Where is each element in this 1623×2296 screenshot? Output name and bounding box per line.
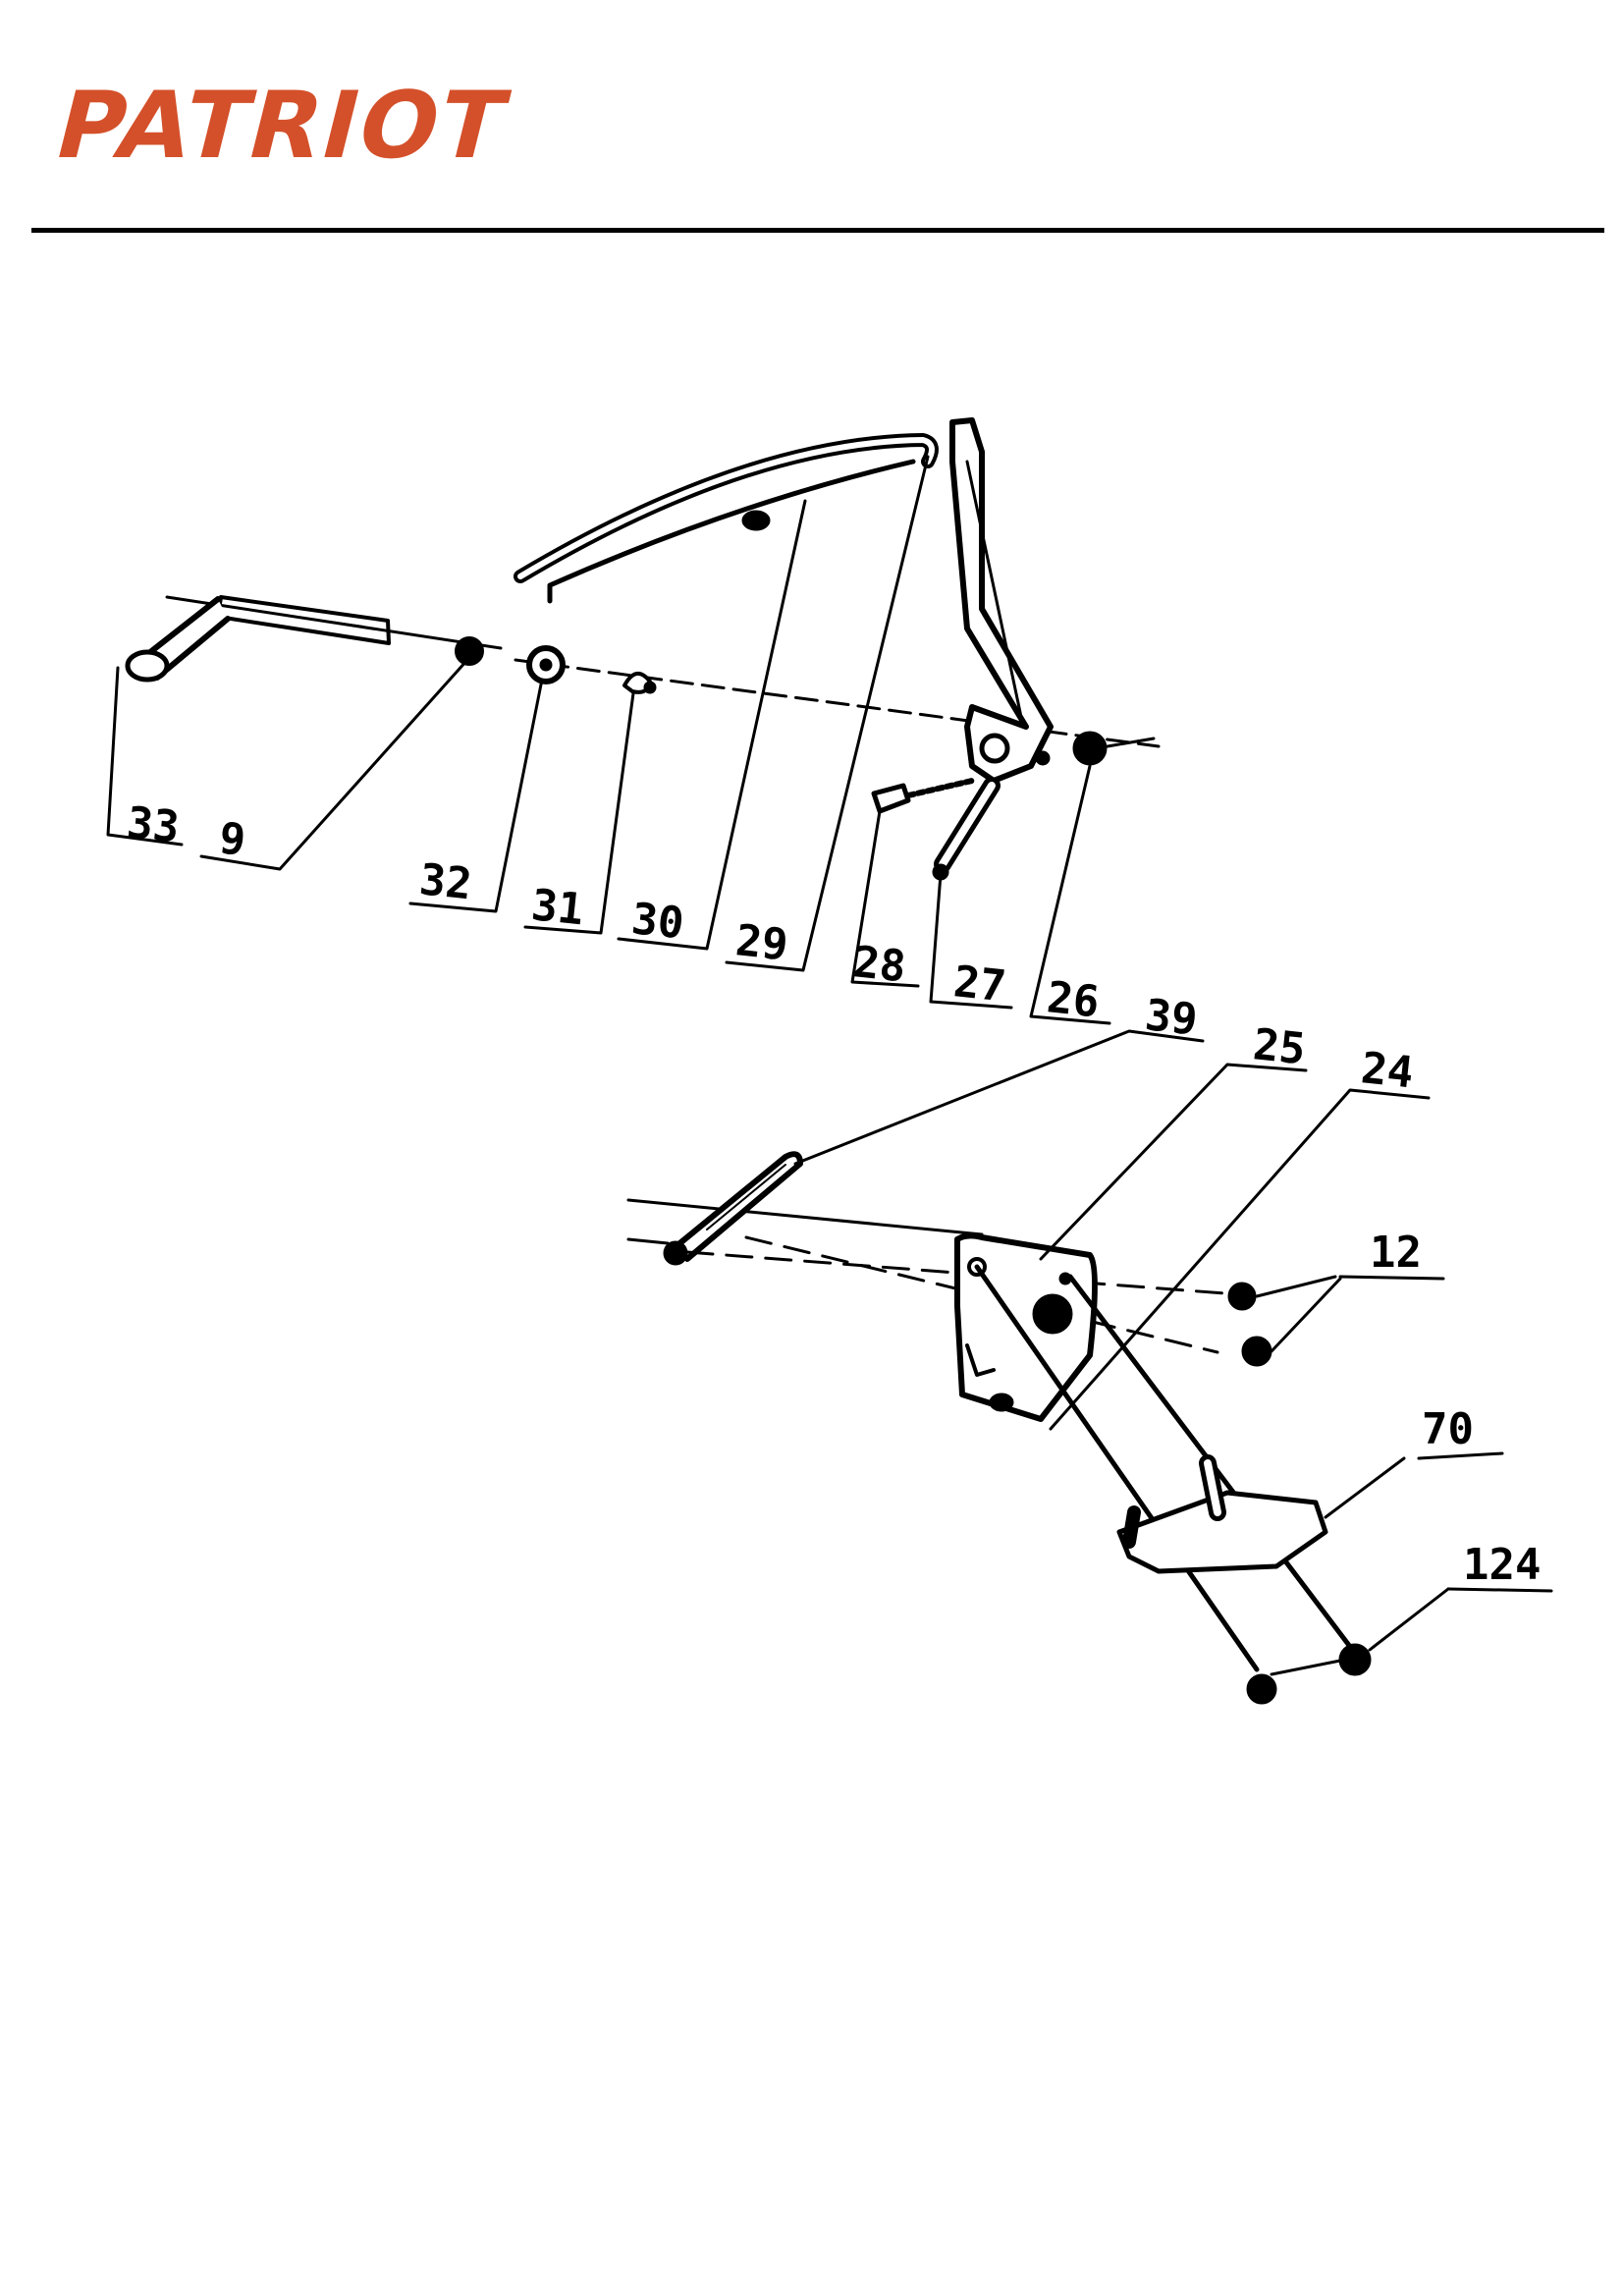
callout-32: 32 bbox=[417, 854, 474, 909]
callout-leaders bbox=[106, 455, 1553, 1593]
part-27-lever bbox=[932, 417, 1054, 881]
header-divider bbox=[31, 228, 1604, 233]
callout-29: 29 bbox=[733, 915, 790, 970]
part-25-bracket bbox=[954, 1232, 1098, 1422]
callout-39: 39 bbox=[1143, 990, 1200, 1045]
callout-27: 27 bbox=[951, 957, 1008, 1011]
part-31-clip bbox=[622, 672, 657, 694]
callout-30: 30 bbox=[629, 894, 686, 949]
part-28-block bbox=[871, 778, 975, 814]
callout-25: 25 bbox=[1251, 1019, 1308, 1074]
patriot-logo: PATRIOT bbox=[45, 77, 519, 175]
part-70-guard bbox=[1116, 1454, 1406, 1574]
callout-labels: 33 9 32 31 30 29 28 27 26 39 25 24 12 70… bbox=[125, 797, 1542, 1590]
part-29-rod bbox=[547, 459, 916, 604]
callout-24: 24 bbox=[1359, 1043, 1416, 1098]
callout-124: 124 bbox=[1463, 1540, 1541, 1590]
part-26-nut bbox=[1072, 731, 1156, 766]
part-30-rod bbox=[514, 433, 939, 583]
callout-28: 28 bbox=[851, 937, 908, 992]
callout-31: 31 bbox=[529, 880, 586, 935]
part-32-washer bbox=[526, 645, 566, 684]
part-9-nut bbox=[455, 636, 484, 666]
part-39-pin bbox=[626, 1151, 984, 1266]
part-12-bolts bbox=[1227, 1275, 1445, 1367]
part-124-nuts bbox=[1246, 1587, 1450, 1705]
callout-33: 33 bbox=[125, 797, 182, 852]
callout-26: 26 bbox=[1045, 972, 1102, 1027]
callout-70: 70 bbox=[1422, 1404, 1474, 1454]
part-33-shaft bbox=[125, 595, 503, 683]
callout-9: 9 bbox=[217, 813, 248, 865]
callout-12: 12 bbox=[1370, 1228, 1422, 1278]
logo-wordmark: PATRIOT bbox=[45, 77, 519, 175]
